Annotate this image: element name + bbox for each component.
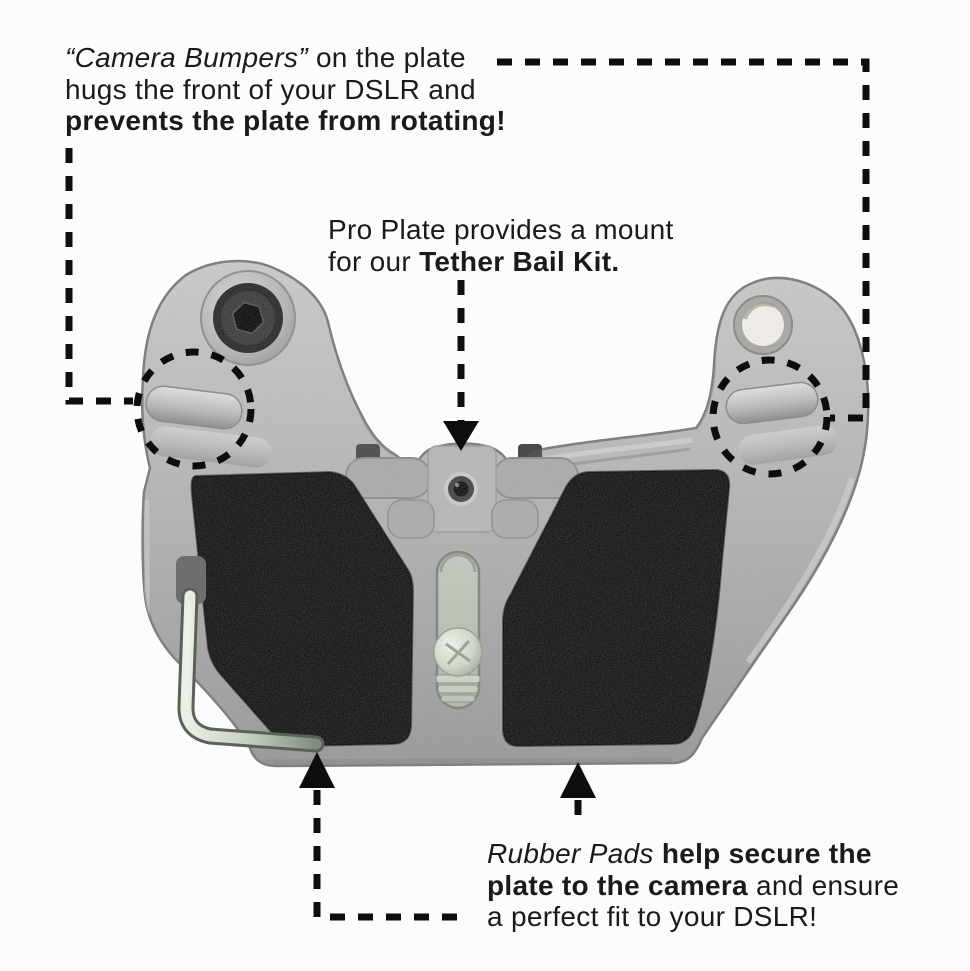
rubber-pads-term: Rubber Pads	[487, 838, 654, 869]
mounting-plate	[141, 259, 870, 768]
annotation-line: Rubber Pads help secure the	[487, 838, 899, 870]
camera-bumpers-term: “Camera Bumpers”	[65, 42, 308, 73]
annotation-line: plate to the camera and ensure	[487, 870, 899, 902]
annotation-camera-bumpers: “Camera Bumpers” on the plate hugs the f…	[65, 42, 506, 137]
arrow-up-left-icon	[299, 752, 335, 788]
annotation-text: hugs the front of your DSLR and	[65, 73, 476, 105]
annotation-text: Pro Plate provides a mount	[328, 214, 674, 245]
annotation-text-bold: prevents the plate from rotating!	[65, 105, 506, 136]
connector-bumpers-left	[65, 148, 133, 405]
tether-bail-kit-term: Tether Bail Kit.	[419, 245, 620, 277]
annotation-line: for our Tether Bail Kit.	[328, 246, 674, 278]
annotation-text: a perfect fit to your DSLR!	[487, 901, 818, 932]
annotation-text-bold: help secure the	[653, 838, 872, 869]
annotation-line: a perfect fit to your DSLR!	[487, 901, 899, 933]
connector-pads-left	[313, 790, 467, 921]
arrow-up-right-icon	[560, 762, 596, 798]
annotation-rubber-pads: Rubber Pads help secure the plate to the…	[487, 838, 899, 933]
arrow-down-icon	[443, 421, 479, 451]
annotation-text: on the plate	[307, 42, 466, 73]
annotation-text: and ensure	[747, 869, 900, 901]
dashed-circle-left-bumper	[133, 348, 255, 470]
connector-bumpers-right	[497, 58, 870, 422]
annotation-line: “Camera Bumpers” on the plate	[65, 42, 506, 74]
annotation-line: prevents the plate from rotating!	[65, 105, 506, 137]
annotation-pro-plate: Pro Plate provides a mount for our Tethe…	[328, 214, 674, 277]
annotation-line: Pro Plate provides a mount	[328, 214, 674, 246]
annotation-text: for our	[328, 245, 420, 277]
annotation-text-bold: plate to the camera	[487, 869, 748, 901]
allen-key	[176, 556, 325, 753]
annotation-line: hugs the front of your DSLR and	[65, 74, 506, 106]
dashed-circle-right-bumper	[709, 356, 831, 478]
